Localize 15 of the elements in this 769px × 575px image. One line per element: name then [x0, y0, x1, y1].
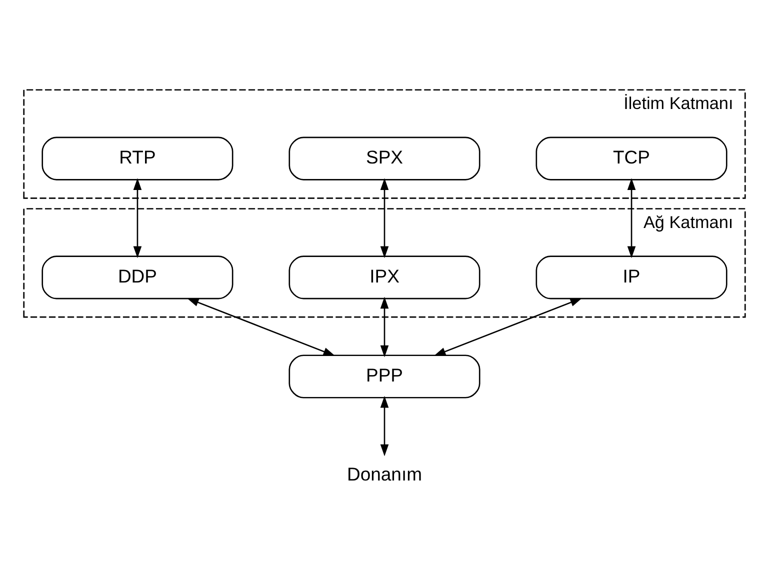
arrow	[627, 178, 636, 258]
arrow	[380, 395, 389, 456]
arrow	[186, 298, 336, 356]
node-text: Donanım	[346, 462, 422, 484]
arrow	[380, 178, 389, 258]
node-box: IP	[536, 255, 728, 299]
node-box: DDP	[42, 255, 234, 299]
node-box: RTP	[42, 136, 234, 180]
node-box: SPX	[288, 136, 480, 180]
node-box: IPX	[288, 255, 480, 299]
arrow	[380, 296, 389, 357]
arrow	[434, 298, 582, 356]
arrow	[133, 178, 142, 258]
node-box: PPP	[288, 354, 480, 398]
node-box: TCP	[536, 136, 728, 180]
